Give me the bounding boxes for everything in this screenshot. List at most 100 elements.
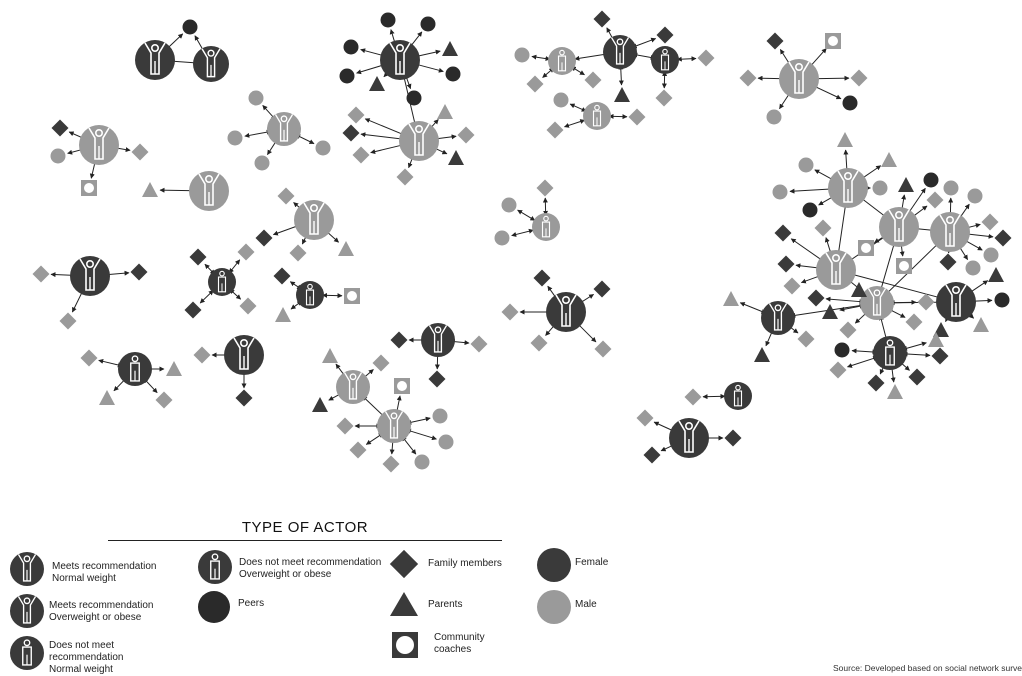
legend-label-family: Family members xyxy=(428,558,502,570)
family-member-node xyxy=(290,245,307,262)
family-member-node xyxy=(740,70,757,87)
family-member-node xyxy=(778,256,795,273)
family-member-node xyxy=(240,298,257,315)
actor-node xyxy=(779,59,819,99)
peer-node xyxy=(495,231,510,246)
family-member-node xyxy=(383,456,400,473)
family-member-node xyxy=(656,90,673,107)
peer-node xyxy=(835,343,850,358)
parent-node xyxy=(312,397,328,412)
family-member-node xyxy=(698,50,715,67)
peer-node xyxy=(799,158,814,173)
family-member-node xyxy=(131,264,148,281)
family-member-node xyxy=(353,147,370,164)
family-member-node xyxy=(471,336,488,353)
family-member-node xyxy=(337,418,354,435)
family-member-node xyxy=(236,390,253,407)
family-member-node xyxy=(278,188,295,205)
actor-node xyxy=(860,286,894,320)
family-member-node xyxy=(798,331,815,348)
actor-node xyxy=(70,256,110,296)
parent-node xyxy=(898,177,914,192)
actor-node xyxy=(603,35,637,69)
actor-node xyxy=(208,268,236,296)
peer-node xyxy=(51,149,66,164)
legend-divider xyxy=(108,540,502,541)
family-member-node xyxy=(595,341,612,358)
legend-label-female: Female xyxy=(575,557,608,569)
peer-node xyxy=(421,17,436,32)
community-coach-node xyxy=(394,378,410,394)
family-member-node xyxy=(940,254,957,271)
family-member-node xyxy=(256,230,273,247)
family-member-node xyxy=(238,244,255,261)
peer-node xyxy=(381,13,396,28)
actor-node xyxy=(294,200,334,240)
actor-node xyxy=(189,171,229,211)
family-member-node xyxy=(343,125,360,142)
actor-node xyxy=(399,121,439,161)
parent-node xyxy=(442,41,458,56)
legend-label-parents: Parents xyxy=(428,599,462,611)
family-member-node xyxy=(156,392,173,409)
legend-label-peers: Peers xyxy=(238,598,264,610)
actor-node xyxy=(930,212,970,252)
family-member-node xyxy=(348,107,365,124)
actor-node xyxy=(10,552,44,586)
family-member-node xyxy=(808,290,825,307)
tie-edge xyxy=(570,104,586,111)
family-member-node xyxy=(629,109,646,126)
peer-node xyxy=(407,91,422,106)
parent-node xyxy=(973,317,989,332)
peer-node xyxy=(767,110,782,125)
family-member-node xyxy=(906,314,923,331)
legend-peer-symbol xyxy=(198,591,230,623)
peer-node xyxy=(433,409,448,424)
community-coach-node xyxy=(81,180,97,196)
family-member-node xyxy=(373,355,390,372)
family-member-node xyxy=(909,369,926,386)
peer-node xyxy=(515,48,530,63)
legend-female-symbol xyxy=(537,548,571,582)
peer-node xyxy=(843,96,858,111)
peer-node xyxy=(249,91,264,106)
peer-node xyxy=(773,185,788,200)
source-note: Source: Developed based on social networ… xyxy=(833,663,1022,673)
family-member-node xyxy=(502,304,519,321)
family-member-node xyxy=(830,362,847,379)
tie-edge xyxy=(677,58,696,59)
community-coach-node xyxy=(825,33,841,49)
actor-node xyxy=(380,40,420,80)
tie-edge xyxy=(406,430,436,439)
actor-node xyxy=(193,46,229,82)
parent-node xyxy=(723,291,739,306)
family-member-node xyxy=(391,332,408,349)
family-member-node xyxy=(685,389,702,406)
family-member-node xyxy=(190,249,207,266)
family-member-node xyxy=(81,350,98,367)
family-member-node xyxy=(995,230,1012,247)
family-member-node xyxy=(350,442,367,459)
peer-node xyxy=(255,156,270,171)
tie-edge xyxy=(903,354,930,356)
family-member-node xyxy=(531,335,548,352)
family-member-node xyxy=(194,347,211,364)
parent-node xyxy=(754,347,770,362)
actor-node xyxy=(224,335,264,375)
family-member-node xyxy=(33,266,50,283)
actor-node xyxy=(532,213,560,241)
family-member-node xyxy=(585,72,602,89)
parent-node xyxy=(448,150,464,165)
family-member-node xyxy=(815,220,832,237)
parent-node xyxy=(988,267,1004,282)
family-member-node xyxy=(840,322,857,339)
actor-node xyxy=(10,594,44,628)
actor-node xyxy=(421,323,455,357)
actor-node xyxy=(198,550,232,584)
actor-node xyxy=(828,168,868,208)
actor-node xyxy=(879,207,919,247)
actor-node xyxy=(583,102,611,130)
family-member-node xyxy=(458,127,475,144)
